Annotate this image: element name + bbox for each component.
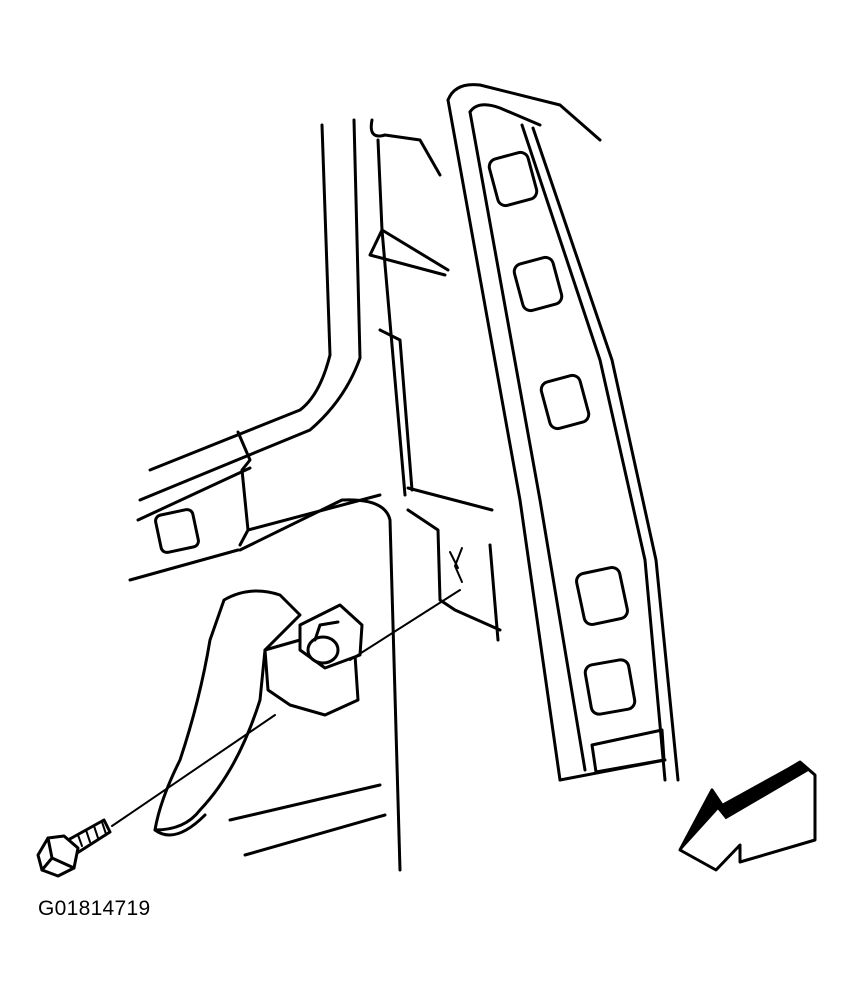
front-direction-arrow-icon [678, 760, 817, 872]
hex-bolt-icon [36, 818, 112, 878]
pillar-access-holes [487, 150, 666, 774]
seat-belt-webbing [153, 589, 302, 837]
mounting-hole-mark [449, 547, 463, 583]
installation-guide-lines [111, 589, 461, 827]
belt-anchor-bracket [263, 603, 364, 717]
inner-body-panel [128, 118, 502, 872]
pillar-outer-frame [446, 83, 680, 782]
figure-id-label: G01814719 [38, 897, 151, 920]
